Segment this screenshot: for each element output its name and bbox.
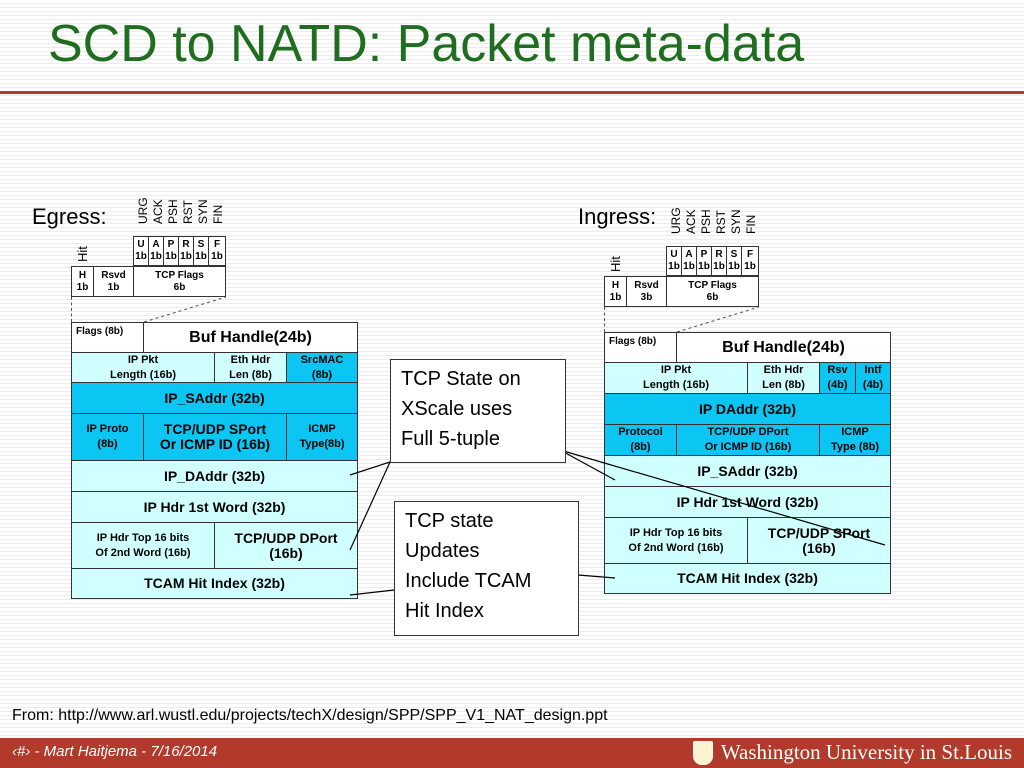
ingress-tcp-udp-sport: TCP/UDP SPort(16b) [747, 517, 891, 564]
ingress-sport-line [559, 449, 886, 546]
university-name: Washington University in St.Louis [720, 740, 1012, 764]
egress-ip-proto: IP Proto(8b) [71, 413, 144, 461]
ingress-ip-hdr-first-word-text: IP Hdr 1st Word (32b) [676, 493, 819, 510]
ingress-tcam-line [577, 574, 616, 579]
ingress-flags-dash-line [676, 306, 760, 333]
egress-daddr-line [349, 461, 391, 476]
ingress-tcam-hit-index: TCAM Hit Index (32b) [604, 563, 891, 594]
title-divider [0, 91, 1024, 94]
egress-flags-dash-line [143, 296, 227, 323]
ingress-flags-field: Flags (8b) [604, 332, 677, 363]
ingress-ip-daddr: IP DAddr (32b) [604, 393, 891, 425]
egress-ip-hdr-first-word: IP Hdr 1st Word (32b) [71, 491, 358, 523]
source-reference: From: http://www.arl.wustl.edu/projects/… [12, 707, 608, 724]
egress-ip-hdr-first-word-text: IP Hdr 1st Word (32b) [143, 498, 286, 515]
slide-title: SCD to NATD: Packet meta-data [48, 15, 805, 73]
egress-tcam-hit-index: TCAM Hit Index (32b) [71, 568, 358, 599]
university-seal-icon [692, 740, 713, 765]
egress-dport-line [349, 461, 391, 551]
egress-ip-saddr: IP_SAddr (32b) [71, 382, 358, 414]
egress-buf-handle: Buf Handle(24b) [143, 322, 358, 353]
footer-bar: ‹#› - Mart Haitjema - 7/16/2014 Washingt… [0, 738, 1024, 768]
university-brand: Washington University in St.Louis [692, 740, 1012, 765]
ingress-label: Ingress: [578, 204, 657, 229]
egress-tcam-line [349, 589, 395, 596]
egress-tcp-udp-dport: TCP/UDP DPort(16b) [214, 522, 358, 569]
footer-text: ‹#› - Mart Haitjema - 7/16/2014 [12, 743, 218, 760]
egress-connector-dash [71, 297, 72, 322]
ingress-saddr-line [559, 449, 616, 481]
ingress-ip-hdr-first-word: IP Hdr 1st Word (32b) [604, 486, 891, 518]
ingress-connector-dash [604, 307, 605, 332]
egress-label: Egress: [32, 204, 107, 229]
ingress-ip-saddr: IP_SAddr (32b) [604, 455, 891, 487]
ingress-reserved-4b: Rsv(4b) [819, 362, 856, 394]
